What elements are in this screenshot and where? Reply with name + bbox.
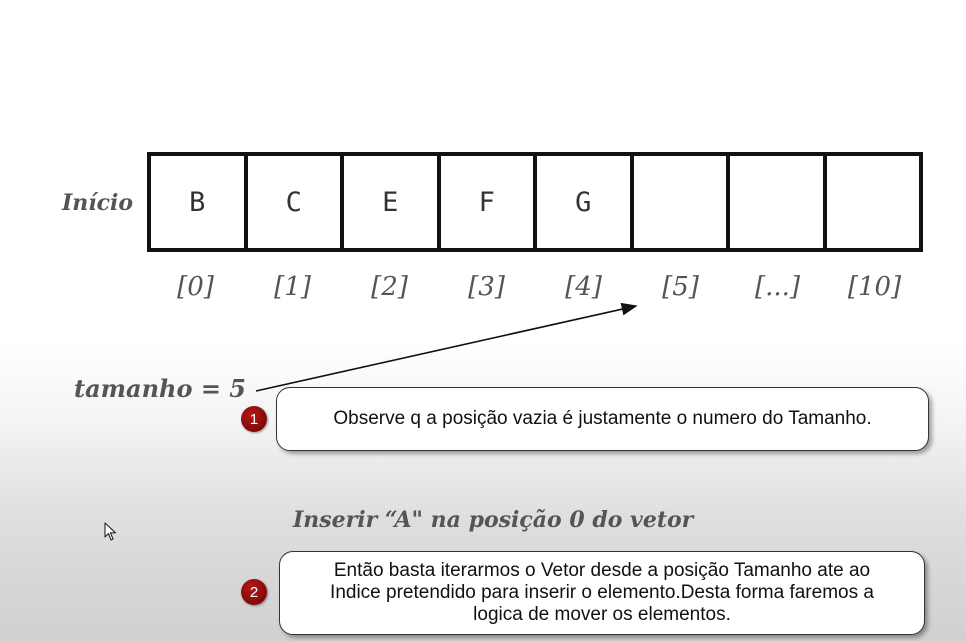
arrow-line [255,302,638,392]
array-cell-2: E [344,156,441,248]
index-label-1: [1] [274,272,311,302]
index-label-6: [...] [754,272,801,302]
index-label-7: [10] [847,272,902,302]
tamanho-label: tamanho = 5 [74,374,247,403]
index-label-0: [0] [177,272,214,302]
array-cell-1: C [248,156,344,248]
inicio-label: Início [62,190,134,216]
array-indices: [0] [1] [2] [3] [4] [5] [...] [10] [147,272,923,302]
index-label-5: [5] [662,272,699,302]
callout-box-1: Observe q a posição vazia é justamente o… [276,387,929,451]
callout-text-2: Então basta iterarmos o Vetor desde a po… [330,560,874,625]
callout-badge-2: 2 [241,579,267,605]
inserir-label: Inserir “A" na posição 0 do vetor [293,507,694,533]
index-label-3: [3] [468,272,505,302]
index-label-2: [2] [371,272,408,302]
array-cell-0: B [151,156,248,248]
array-cell-4: G [537,156,634,248]
array-cell-6 [730,156,827,248]
callout-box-2: Então basta iterarmos o Vetor desde a po… [279,551,925,635]
callout-badge-1: 1 [241,406,267,432]
array-cell-3: F [441,156,537,248]
array-vector: B C E F G [147,152,923,252]
mouse-cursor-icon [104,522,117,541]
callout-text-1: Observe q a posição vazia é justamente o… [333,408,872,429]
index-label-4: [4] [565,272,602,302]
array-cell-5 [634,156,730,248]
